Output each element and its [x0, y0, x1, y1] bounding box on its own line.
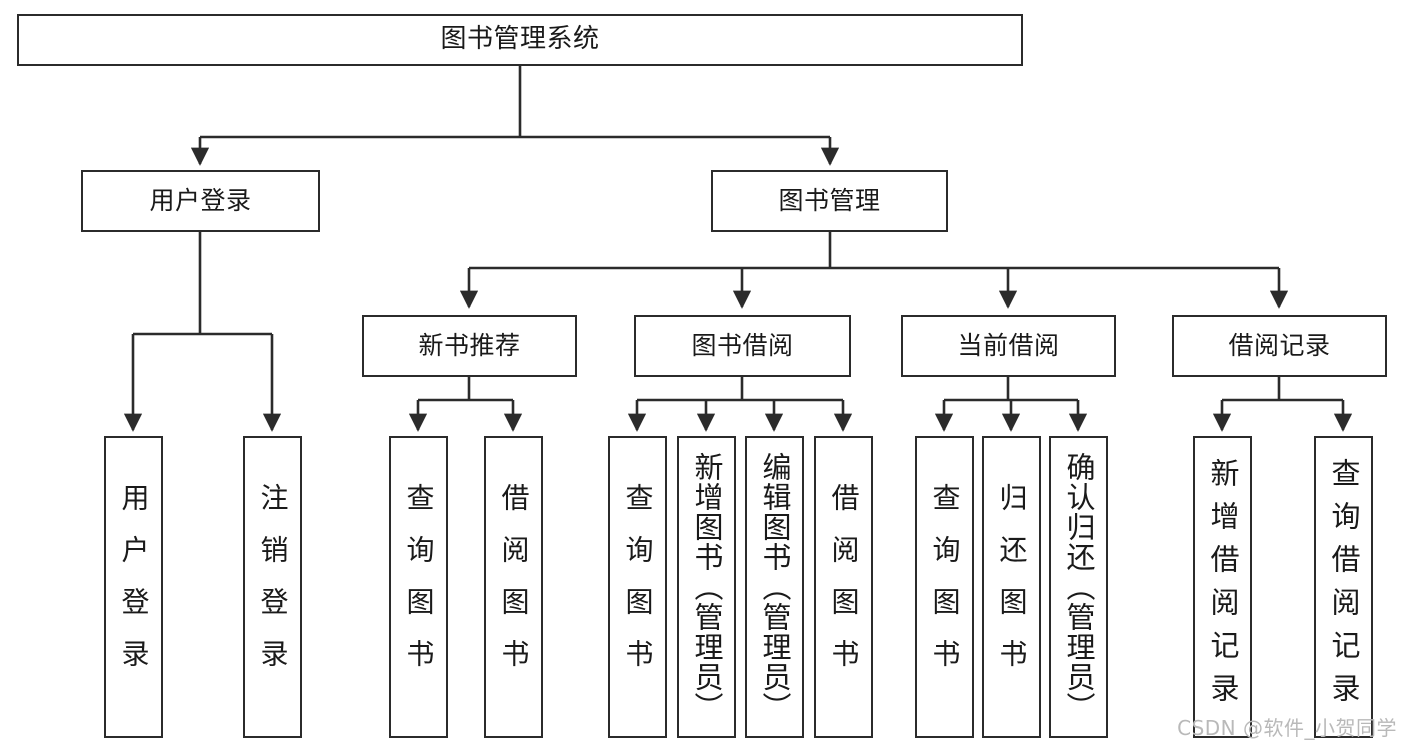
- node-label: 图书管理: [778, 186, 881, 215]
- node-leaf-query-book-2[interactable]: 查询图书: [608, 436, 667, 738]
- node-book-borrow[interactable]: 图书借阅: [634, 315, 851, 377]
- node-leaf-query-record[interactable]: 查询借阅记录: [1314, 436, 1373, 738]
- node-label: 图书管理系统: [440, 24, 600, 55]
- node-label: 借阅图书: [497, 483, 531, 691]
- node-label: 注销登录: [256, 483, 290, 691]
- node-leaf-add-book[interactable]: 新增图书（管理员）: [677, 436, 736, 738]
- node-book-manage[interactable]: 图书管理: [711, 170, 948, 232]
- node-leaf-confirm-return[interactable]: 确认归还（管理员）: [1049, 436, 1108, 738]
- node-label: 图书借阅: [691, 331, 794, 360]
- node-label: 查询图书: [621, 483, 655, 691]
- node-label: 当前借阅: [957, 331, 1060, 360]
- node-label: 借阅图书: [827, 483, 861, 691]
- node-label: 查询图书: [928, 483, 962, 691]
- node-label: 新增图书（管理员）: [690, 452, 724, 722]
- node-leaf-query-book-1[interactable]: 查询图书: [389, 436, 448, 738]
- node-leaf-return-book[interactable]: 归还图书: [982, 436, 1041, 738]
- node-label: 查询借阅记录: [1327, 458, 1361, 716]
- node-label: 用户登录: [117, 483, 151, 691]
- node-current-borrow[interactable]: 当前借阅: [901, 315, 1116, 377]
- node-leaf-query-book-3[interactable]: 查询图书: [915, 436, 974, 738]
- node-label: 借阅记录: [1228, 331, 1331, 360]
- node-leaf-logout-login[interactable]: 注销登录: [243, 436, 302, 738]
- node-label: 确认归还（管理员）: [1062, 452, 1096, 722]
- node-new-book-recommend[interactable]: 新书推荐: [362, 315, 577, 377]
- node-user-login[interactable]: 用户登录: [81, 170, 320, 232]
- node-leaf-add-record[interactable]: 新增借阅记录: [1193, 436, 1252, 738]
- node-label: 用户登录: [149, 186, 252, 215]
- watermark: CSDN @软件_小贺同学: [1177, 716, 1397, 740]
- node-label: 新书推荐: [418, 331, 521, 360]
- node-leaf-borrow-book-2[interactable]: 借阅图书: [814, 436, 873, 738]
- node-label: 查询图书: [402, 483, 436, 691]
- node-leaf-user-login[interactable]: 用户登录: [104, 436, 163, 738]
- node-borrow-record[interactable]: 借阅记录: [1172, 315, 1387, 377]
- node-label: 编辑图书（管理员）: [758, 452, 792, 722]
- node-leaf-borrow-book-1[interactable]: 借阅图书: [484, 436, 543, 738]
- node-label: 新增借阅记录: [1206, 458, 1240, 716]
- node-label: 归还图书: [995, 483, 1029, 691]
- node-root-system[interactable]: 图书管理系统: [17, 14, 1023, 66]
- node-leaf-edit-book[interactable]: 编辑图书（管理员）: [745, 436, 804, 738]
